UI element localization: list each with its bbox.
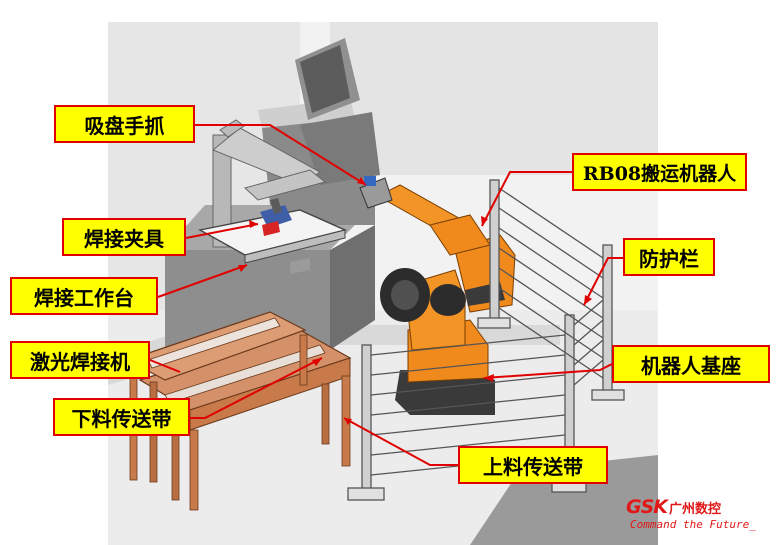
gsk-logo: GSK 广州数控 Command the Future_ (626, 496, 774, 542)
logo-slogan: Command the Future_ (630, 518, 756, 531)
safety-fence (347, 179, 625, 501)
unload-conveyor (138, 329, 352, 511)
callout-weld-worktable: 焊接工作台 (10, 277, 158, 315)
callout-load-conveyor: 上料传送带 (458, 446, 608, 484)
weld-fixture (260, 198, 292, 236)
robot (359, 176, 516, 415)
callout-unload-conveyor: 下料传送带 (53, 398, 190, 436)
callout-robot-base: 机器人基座 (612, 345, 770, 383)
callout-weld-fixture: 焊接夹具 (62, 218, 186, 256)
logo-name-cn: 广州数控 (669, 502, 722, 517)
logo-brand: GSK (626, 496, 668, 518)
leader-lines (149, 124, 623, 466)
callout-gripper: 吸盘手抓 (54, 105, 195, 143)
gantry-frame (212, 119, 327, 248)
callout-laser-welder: 激光焊接机 (10, 341, 150, 379)
leader-arrowheads (238, 177, 592, 425)
callout-robot: RB08搬运机器人 (572, 153, 747, 191)
callout-safety-fence: 防护栏 (623, 238, 715, 276)
